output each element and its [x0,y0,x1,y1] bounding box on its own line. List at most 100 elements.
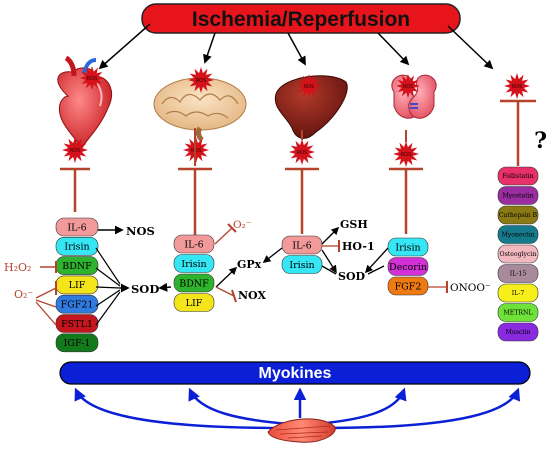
pill-shape [497,205,539,225]
pill-label: IL-7 [512,290,525,297]
pill-shape [497,264,539,283]
ros-label: ROS [70,148,81,154]
pill-label: FSTL1 [61,319,93,330]
other-pill-metrnl: METRNL [497,303,539,322]
arrow-to-myokines-2 [188,387,291,426]
kidney-onoo-label: ONOO⁻ [450,282,491,294]
ros-star-3: ROS [297,74,321,98]
pill-shape [497,322,539,342]
liver-pill-irisin: Irisin [281,255,323,274]
ros-label: ROS [304,84,315,90]
heart-pill-bdnf: BDNF [55,256,99,275]
pill-shape [173,293,215,312]
ros-label: ROS [87,76,98,82]
pill-shape [55,333,99,353]
brain-o2-label: O₂⁻ [233,219,251,231]
pill-label: FGF21 [61,300,94,311]
pill-shape [173,234,215,254]
heart-pill-irisin: Irisin [55,237,99,256]
pill-shape [281,235,323,255]
heart-pill-igf-1: IGF-1 [55,333,99,353]
pill-label: BDNF [179,278,209,289]
brain-connectors [158,223,238,303]
pill-label: IL-6 [184,239,203,250]
liver-sod-label: SOD [338,270,366,283]
pill-label: IGF-1 [64,338,91,349]
unknown-mechanism-mark: ? [534,128,547,154]
ros-star-1: ROS [80,66,104,90]
pill-label: Musclin [506,329,531,336]
kidney-pill-fgf2: FGF2 [387,276,429,296]
ros-label: ROS [403,84,414,90]
muscle-illustration [267,418,336,443]
brain-pill-lif: LIF [173,293,215,312]
heart-pill-il-6: IL-6 [55,217,99,237]
pill-shape [173,273,215,293]
pill-label: IL-6 [67,222,86,233]
other-pill-il-15: IL-15 [497,264,539,283]
ros-star-5: ROS [504,73,530,99]
heart-pill-fstl1: FSTL1 [55,314,99,333]
arrow-to-other [447,25,494,70]
myokines-label: Myokines [259,365,332,382]
pill-label: Irisin [289,260,314,271]
heart-sod-label: SOD [131,282,159,296]
ros-star-8: ROS [289,139,315,165]
pill-label: BDNF [62,261,92,272]
brain-gpx-label: GPx [237,258,262,271]
brain-pill-bdnf: BDNF [173,273,215,293]
other-pill-cathepsin-b: Cathepsin B [497,205,539,225]
pill-label: Irisin [181,259,206,270]
pill-shape [497,303,539,322]
pill-label: FGF2 [395,281,422,292]
pill-label: Myostatin [502,193,533,200]
pill-label: Cathepsin B [499,212,538,219]
liver-gsh-label: GSH [340,218,368,231]
brain-pill-il-6: IL-6 [173,234,215,254]
pill-shape [173,254,215,273]
arrow-to-brain [203,32,216,64]
pill-label: Follistatin [502,173,533,180]
ros-star-shape [80,66,104,90]
ros-star-9: ROS [393,141,419,167]
title-text: Ischemia/Reperfusion [192,8,410,31]
ros-star-shape [504,73,530,99]
pill-shape [387,257,429,276]
pill-shape [281,255,323,274]
pill-shape [55,237,99,256]
pill-label: Irisin [395,242,420,253]
myokines-banner: Myokines [59,361,531,385]
other-pill-myostatin: Myostatin [497,186,539,205]
pill-label: LIF [186,298,203,309]
heart-pill-fgf21: FGF21 [55,294,99,314]
ros-inhibition-bars [60,99,536,235]
ros-star-shape [396,74,420,98]
kidney-pill-irisin: Irisin [387,237,429,257]
ros-star-shape [62,137,88,163]
myokine-pills: IL-6IrisinBDNFLIFFGF21FSTL1IGF-1IL-6Iris… [55,166,539,353]
kidney-pill-decorin: Decorin [387,257,429,276]
liver-ho1-label: HO-1 [342,240,375,253]
arrow-to-myokines-1 [74,387,285,430]
pill-label: Decorin [389,262,427,273]
title-banner: Ischemia/Reperfusion [141,3,461,34]
heart-o2-label: O₂⁻ [14,288,33,301]
pill-label: IL-15 [510,271,527,278]
liver-illustration [274,75,348,139]
ros-star-shape [188,67,214,93]
pill-shape [387,237,429,257]
pill-shape [497,283,539,303]
pill-label: Irisin [64,242,89,253]
kidney-connectors [364,247,448,293]
pill-shape [55,217,99,237]
pill-label: METRNL [503,310,532,317]
ros-star-4: ROS [396,74,420,98]
pill-shape [497,166,539,186]
pill-shape [55,314,99,333]
title-arrows [98,23,494,70]
pill-shape [387,276,429,296]
other-pill-follistatin: Follistatin [497,166,539,186]
ros-label: ROS [196,78,207,84]
